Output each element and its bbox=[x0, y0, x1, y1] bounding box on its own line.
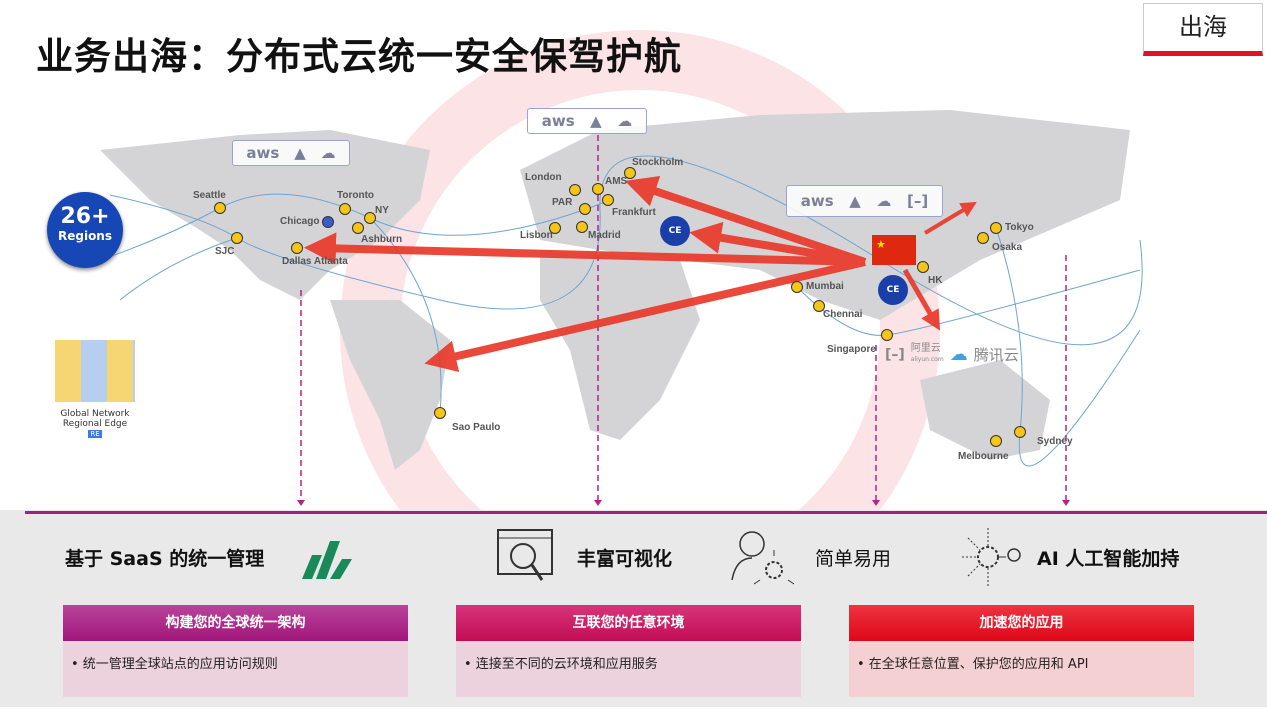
aliyun-icon: [–] bbox=[885, 346, 905, 363]
city-label: Stockholm bbox=[632, 157, 684, 168]
city-dot bbox=[214, 202, 226, 214]
aws-icon: aws bbox=[246, 144, 280, 162]
feature-ease: 简单易用 bbox=[815, 548, 892, 570]
city-label: Ashburn bbox=[361, 234, 403, 245]
card-title: 构建您的全球统一架构 bbox=[63, 605, 408, 641]
city-dot bbox=[322, 216, 334, 228]
city-label: PAR bbox=[552, 197, 573, 208]
city-label: Madrid bbox=[588, 230, 621, 241]
azure-icon: ▲ bbox=[849, 192, 861, 210]
city-dot bbox=[791, 281, 803, 293]
traffic-arrows bbox=[304, 175, 977, 372]
feature-saas: 基于 SaaS 的统一管理 bbox=[65, 548, 265, 570]
aliyun-sub: aliyun.com bbox=[910, 356, 944, 363]
card-connect-environments: 互联您的任意环境 • 连接至不同的云环境和应用服务 bbox=[456, 605, 801, 697]
city-dot bbox=[990, 222, 1002, 234]
aws-icon: aws bbox=[800, 192, 834, 210]
legend: Global Network Regional Edge RE bbox=[55, 409, 135, 439]
aliyun-label: 阿里云 bbox=[910, 343, 941, 354]
regions-label: Regions bbox=[57, 229, 112, 243]
card-bullet: • 在全球任意位置、保护您的应用和 API bbox=[857, 657, 1089, 672]
card-global-architecture: 构建您的全球统一架构 • 统一管理全球站点的应用访问规则 bbox=[63, 605, 408, 697]
divider bbox=[25, 511, 1267, 514]
user-gear-icon bbox=[731, 531, 795, 585]
page-title: 业务出海：分布式云统一安全保驾护航 bbox=[36, 35, 682, 78]
city-dot bbox=[579, 203, 591, 215]
city-label: Sao Paulo bbox=[452, 422, 501, 433]
card-bullet: • 统一管理全球站点的应用访问规则 bbox=[71, 657, 278, 672]
city-label: Toronto bbox=[337, 190, 375, 201]
city-dot bbox=[602, 194, 614, 206]
city-label: Dallas Atlanta bbox=[282, 256, 348, 267]
city-dot bbox=[813, 300, 825, 312]
city-label: London bbox=[525, 172, 562, 183]
city-dot bbox=[990, 435, 1002, 447]
city-label: Chicago bbox=[280, 216, 320, 227]
city-dot bbox=[231, 232, 243, 244]
cloud-providers-asia: aws ▲ ☁ [–] bbox=[786, 185, 943, 217]
svg-text:★: ★ bbox=[876, 238, 886, 251]
legend-badge: RE bbox=[88, 430, 102, 438]
card-title: 加速您的应用 bbox=[849, 605, 1194, 641]
cloud-providers-eu: aws ▲ ☁ bbox=[527, 108, 647, 134]
city-label: SJC bbox=[215, 246, 235, 257]
city-label: Melbourne bbox=[958, 451, 1009, 462]
city-label: Lisbon bbox=[520, 230, 553, 241]
card-title: 互联您的任意环境 bbox=[456, 605, 801, 641]
legend-line2: Regional Edge bbox=[62, 419, 128, 429]
aws-icon: aws bbox=[541, 112, 575, 130]
dashed-dividers bbox=[300, 135, 1067, 500]
customer-edge-badge: CE bbox=[660, 216, 690, 246]
tencent-label: 腾讯云 bbox=[973, 346, 1019, 364]
city-dot bbox=[576, 221, 588, 233]
city-label: Osaka bbox=[992, 242, 1023, 253]
regions-count: 26+ bbox=[60, 204, 110, 229]
azure-icon: ▲ bbox=[590, 112, 602, 130]
city-label: Singapore bbox=[827, 344, 876, 355]
city-dot bbox=[549, 222, 561, 234]
city-dot bbox=[592, 183, 604, 195]
card-bullet: • 连接至不同的云环境和应用服务 bbox=[464, 657, 658, 672]
city-dot bbox=[364, 212, 376, 224]
regions-badge: 26+ Regions bbox=[47, 192, 123, 268]
city-dot bbox=[977, 232, 989, 244]
section-tag: 出海 bbox=[1143, 3, 1263, 56]
city-dot bbox=[917, 261, 929, 273]
city-label: Chennai bbox=[823, 309, 863, 320]
ai-gear-bulb-icon bbox=[962, 528, 1021, 586]
city-dot bbox=[1014, 426, 1026, 438]
customer-edge-badge: CE bbox=[878, 275, 908, 305]
legend-line1: Global Network bbox=[60, 409, 130, 419]
city-dot bbox=[291, 242, 303, 254]
city-dot bbox=[434, 407, 446, 419]
gcp-icon: ☁ bbox=[876, 192, 892, 210]
feature-ai: AI 人工智能加持 bbox=[1037, 548, 1180, 570]
city-label: Mumbai bbox=[806, 281, 844, 292]
city-dot bbox=[881, 329, 893, 341]
gcp-icon: ☁ bbox=[320, 144, 336, 162]
city-dot bbox=[339, 203, 351, 215]
magnifier-dashboard-icon bbox=[497, 529, 553, 581]
bar-chart-3d-icon bbox=[302, 541, 352, 579]
tencent-cloud-icon: ☁ bbox=[949, 344, 968, 365]
regional-edge-icon bbox=[55, 340, 135, 402]
gcp-icon: ☁ bbox=[617, 112, 633, 130]
feature-visualization: 丰富可视化 bbox=[577, 548, 673, 570]
city-label: NY bbox=[375, 205, 389, 216]
city-dot bbox=[569, 184, 581, 196]
city-label: HK bbox=[928, 275, 943, 286]
card-accelerate-apps: 加速您的应用 • 在全球任意位置、保护您的应用和 API bbox=[849, 605, 1194, 697]
city-label: Tokyo bbox=[1005, 222, 1034, 233]
city-label: Frankfurt bbox=[612, 207, 656, 218]
city-label: Sydney bbox=[1037, 436, 1073, 447]
city-dot bbox=[624, 167, 636, 179]
city-label: Seattle bbox=[193, 190, 226, 201]
china-flag bbox=[872, 235, 916, 265]
city-dot bbox=[352, 222, 364, 234]
china-cloud-logos: [–] 阿里云 aliyun.com ☁ 腾讯云 bbox=[885, 343, 1019, 366]
city-label: AMS bbox=[605, 176, 628, 187]
aliyun-icon: [–] bbox=[906, 192, 929, 210]
cloud-providers-na: aws ▲ ☁ bbox=[232, 140, 350, 166]
azure-icon: ▲ bbox=[294, 144, 306, 162]
